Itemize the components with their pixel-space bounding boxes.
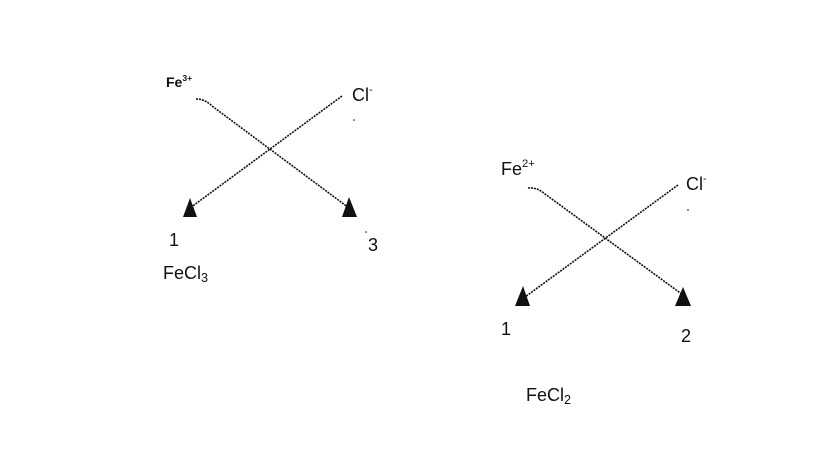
anion-symbol: Cl <box>352 85 369 105</box>
cation-label-fe2: Fe2+ <box>501 157 535 179</box>
arrow-fe-to-2 <box>527 187 684 296</box>
formula-fecl2: FeCl2 <box>526 385 572 408</box>
arrowhead-left-icon <box>515 286 530 306</box>
arrow-cl-to-1 <box>524 184 679 298</box>
arrowhead-right-icon <box>675 287 691 306</box>
stray-dot <box>687 209 689 211</box>
cation-symbol: Fe <box>166 74 183 90</box>
subscript-number-left: 1 <box>169 230 180 250</box>
cation-label-fe3: Fe3+ <box>166 73 193 90</box>
cation-charge: 3+ <box>182 73 193 84</box>
formula-base: FeCl <box>163 263 202 283</box>
formula-subscript: 3 <box>201 271 209 286</box>
formula-fecl3: FeCl3 <box>163 263 209 286</box>
stray-dot <box>365 231 367 233</box>
arrowhead-left-icon <box>183 198 197 217</box>
formula-base: FeCl <box>526 385 565 405</box>
arrowhead-right-icon <box>342 197 357 217</box>
stray-dot <box>353 119 355 121</box>
subscript-number-right: 3 <box>368 235 379 255</box>
subscript-number-left: 1 <box>501 319 512 339</box>
anion-label-cl: Cl- <box>352 83 373 105</box>
crisscross-diagram-fecl3 <box>183 95 367 233</box>
subscript-number-right: 2 <box>681 326 692 346</box>
crisscross-diagram-fecl2 <box>515 184 691 306</box>
formula-subscript: 2 <box>564 393 572 408</box>
anion-charge: - <box>369 83 373 96</box>
anion-label-cl: Cl- <box>686 172 707 194</box>
cation-charge: 2+ <box>522 157 535 170</box>
anion-charge: - <box>703 172 707 185</box>
arrow-cl-to-1 <box>189 95 343 209</box>
arrow-fe-to-3 <box>195 98 350 209</box>
anion-symbol: Cl <box>686 174 703 194</box>
cation-symbol: Fe <box>501 159 523 179</box>
